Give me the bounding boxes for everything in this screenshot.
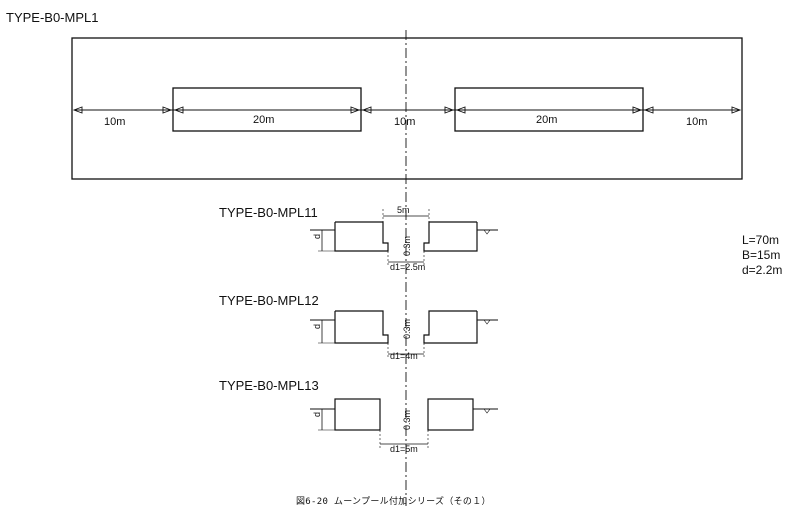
d1-label: d1=4m [390,351,418,361]
draft-label: d [312,234,322,240]
section-mpl12-drawing [310,310,498,359]
d1-label: d1=2.5m [390,262,426,272]
plan-dimension-line [72,106,742,114]
draft-label: d [312,324,322,330]
step-height-label: 0.3m [402,236,412,257]
plan-dimension-label: 10m [104,116,126,128]
section-mpl11-drawing [310,209,498,266]
d1-label: d1=5m [390,444,418,454]
width-label: 5m [397,205,410,215]
plan-outline [71,37,743,180]
param-length: L=70m [742,233,780,247]
section-title: TYPE-B0-MPL13 [219,378,319,393]
section-title: TYPE-B0-MPL12 [219,293,319,308]
param-breadth: B=15m [742,248,781,262]
draft-label: d [312,412,322,418]
moonpool-left [172,87,362,132]
plan-dimension-label: 10m [686,116,708,128]
param-draft: d=2.2m [742,263,783,277]
plan-dimension-label: 20m [253,114,275,126]
plan-dimension-label: 20m [536,114,558,126]
section-title: TYPE-B0-MPL11 [219,205,318,220]
moonpool-right [454,87,644,132]
section-mpl13-drawing [310,398,498,450]
plan-dimension-label: 10m [394,116,416,128]
step-height-label: 0.3m [402,410,412,431]
step-height-label: 0.3m [402,319,412,340]
figure-caption: 図6-20 ムーンプール付加シリーズ（その１） [296,497,491,507]
drawing-title: TYPE-B0-MPL1 [6,10,99,25]
